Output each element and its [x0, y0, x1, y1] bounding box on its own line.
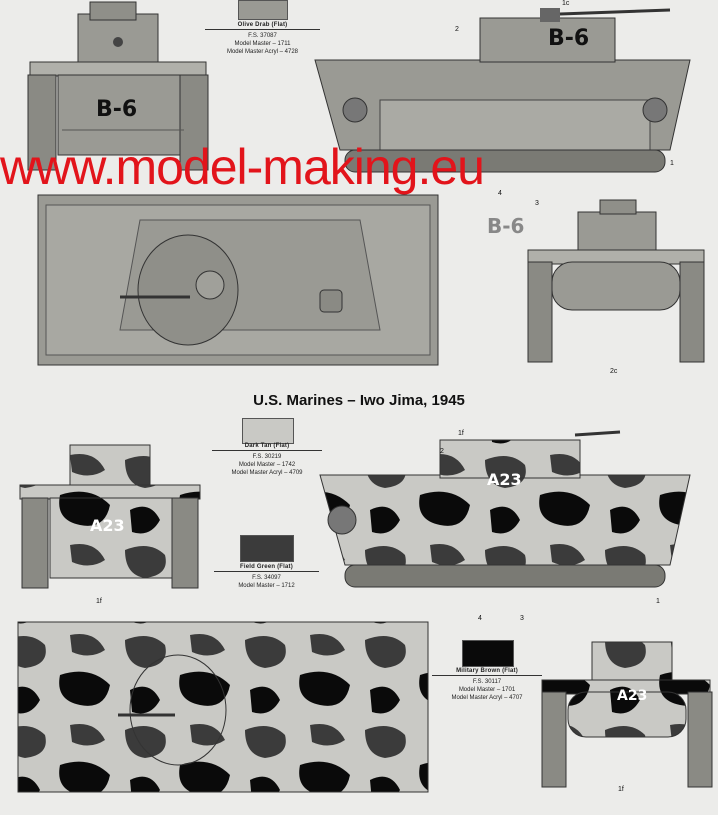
callout-1f-front: 1f [96, 598, 102, 605]
callout-2: 2 [455, 26, 459, 33]
front-view-b6-right [527, 199, 705, 363]
callout-4-side: 4 [478, 615, 482, 622]
olive-drab-swatch [238, 0, 288, 20]
top-view-a23 [17, 621, 429, 793]
callout-4: 4 [498, 190, 502, 197]
side-view-b6 [314, 8, 691, 173]
front-view-a23 [19, 444, 201, 589]
paint-fs: F.S. 30219 [252, 454, 282, 460]
paint-model-master: Model Master – 1701 [458, 687, 516, 693]
callout-3-side: 3 [520, 615, 524, 622]
top-view-b6 [37, 194, 439, 366]
paint-model-master-acryl: Model Master Acryl – 4709 [231, 470, 303, 476]
callout-1f-side: 1f [458, 430, 464, 437]
vehicle-code-a23-front: A23 [90, 516, 125, 535]
paint-model-master: Model Master – 1742 [238, 462, 296, 468]
paint-name: Military Brown (Flat) [456, 668, 518, 674]
paint-name: Dark Tan (Flat) [244, 443, 290, 449]
dark-tan-legend: Dark Tan (Flat) F.S. 30219 Model Master … [212, 443, 322, 477]
callout-3: 3 [535, 200, 539, 207]
callout-2c: 2c [610, 368, 618, 375]
paint-fs: F.S. 30117 [472, 679, 502, 685]
vehicle-code-b6-side: B-6 [548, 26, 590, 51]
callout-1c: 1c [562, 0, 570, 7]
military-brown-swatch [462, 640, 514, 667]
callout-1f-front-right: 1f [618, 786, 624, 793]
vehicle-code-a23-side: A23 [487, 470, 522, 489]
callout-2-side: 2 [440, 448, 444, 455]
paint-model-master: Model Master – 1711 [234, 41, 291, 47]
watermark-url: www.model-making.eu [0, 139, 485, 195]
paint-fs: F.S. 37087 [248, 33, 277, 39]
field-green-legend: Field Green (Flat) F.S. 34097 Model Mast… [214, 564, 319, 590]
scheme-title: U.S. Marines – Iwo Jima, 1945 [253, 392, 465, 409]
vehicle-code-b6-front: B-6 [96, 97, 138, 122]
vehicle-code-b6-outline: B-6 [487, 214, 525, 238]
paint-model-master-acryl: Model Master Acryl – 4728 [226, 49, 299, 55]
paint-name: Field Green (Flat) [240, 564, 293, 570]
olive-drab-legend: Olive Drab (Flat) F.S. 37087 Model Maste… [205, 22, 320, 56]
field-green-swatch [240, 535, 294, 562]
front-view-a23-right [541, 641, 713, 788]
dark-tan-swatch [242, 418, 294, 444]
paint-fs: F.S. 34097 [252, 575, 281, 581]
vehicle-code-a23-front-right: A23 [617, 688, 648, 704]
side-view-a23 [319, 430, 691, 588]
paint-model-master-acryl: Model Master Acryl – 4707 [451, 695, 523, 701]
paint-name: Olive Drab (Flat) [237, 22, 288, 28]
front-view-b6 [27, 1, 209, 171]
callout-1: 1 [670, 160, 674, 167]
paint-model-master: Model Master – 1712 [238, 583, 295, 589]
military-brown-legend: Military Brown (Flat) F.S. 30117 Model M… [432, 668, 542, 702]
callout-1-side: 1 [656, 598, 660, 605]
